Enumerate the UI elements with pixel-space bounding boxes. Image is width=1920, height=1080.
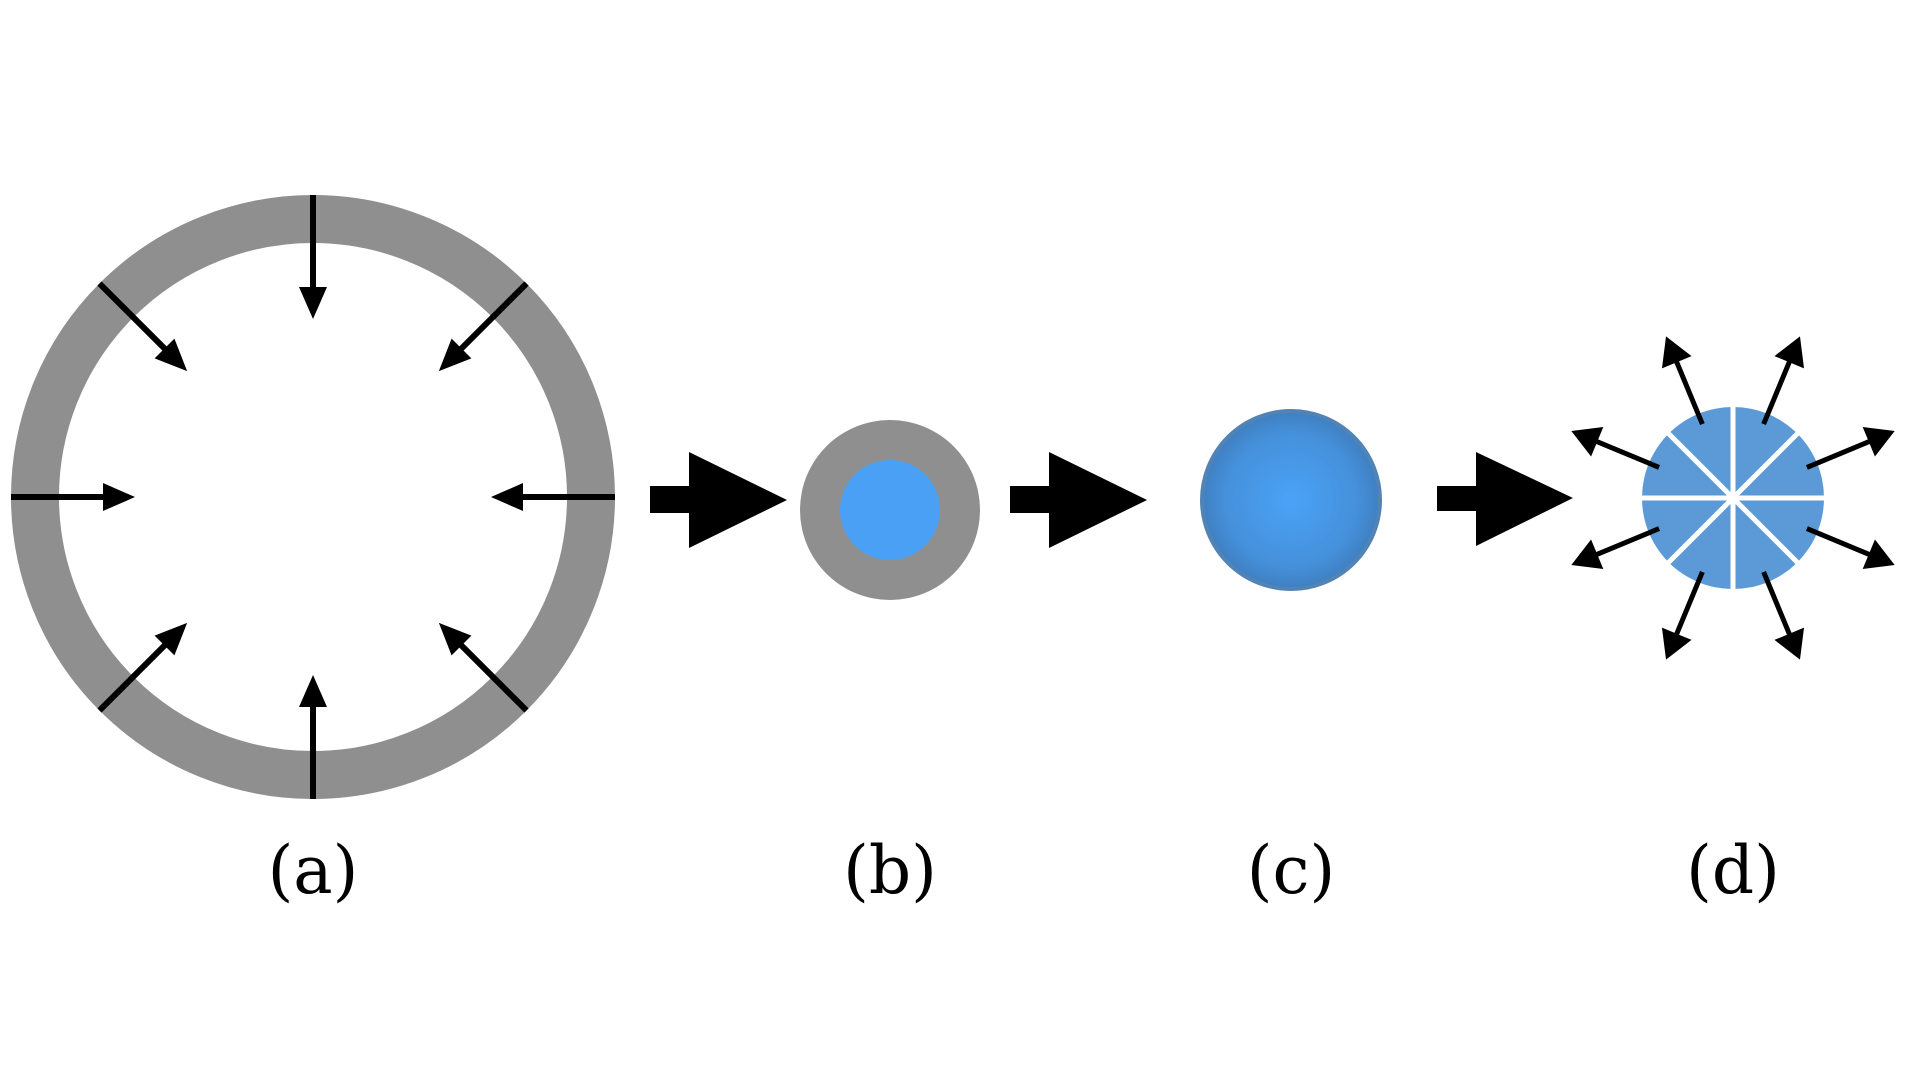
panel-b-compressed-core bbox=[800, 420, 980, 600]
panel-label-c: (c) bbox=[1247, 832, 1335, 909]
fragment-cracks bbox=[1639, 404, 1827, 592]
inward-arrow bbox=[491, 483, 615, 511]
outward-arrow bbox=[1761, 570, 1805, 660]
panel-d-fragmentation bbox=[1571, 336, 1895, 660]
panel-a-shell bbox=[11, 195, 615, 799]
inward-arrows bbox=[11, 195, 615, 799]
inward-arrow bbox=[438, 281, 529, 372]
outward-arrow bbox=[1805, 426, 1895, 470]
transition-arrow-c-d bbox=[1437, 452, 1573, 546]
outward-arrow bbox=[1761, 336, 1805, 426]
panel-label-d: (d) bbox=[1686, 832, 1780, 909]
outward-arrow bbox=[1661, 336, 1705, 426]
inward-arrow bbox=[97, 622, 188, 713]
inward-arrow bbox=[11, 483, 135, 511]
panel-label-a: (a) bbox=[268, 832, 359, 909]
outward-arrow bbox=[1661, 570, 1705, 660]
inward-arrow bbox=[97, 281, 188, 372]
outward-arrows bbox=[1571, 336, 1895, 660]
outward-arrow bbox=[1571, 426, 1661, 470]
outward-arrow bbox=[1571, 526, 1661, 570]
blue-sphere bbox=[1200, 409, 1382, 591]
blue-core bbox=[840, 460, 940, 560]
panel-label-b: (b) bbox=[843, 832, 937, 909]
inward-arrow bbox=[438, 622, 529, 713]
panel-c-sphere bbox=[1200, 409, 1382, 591]
inward-arrow bbox=[299, 675, 327, 799]
transition-arrow-a-b bbox=[650, 452, 787, 548]
outward-arrow bbox=[1805, 526, 1895, 570]
transition-arrow-b-c bbox=[1010, 452, 1147, 548]
inward-arrow bbox=[299, 195, 327, 319]
